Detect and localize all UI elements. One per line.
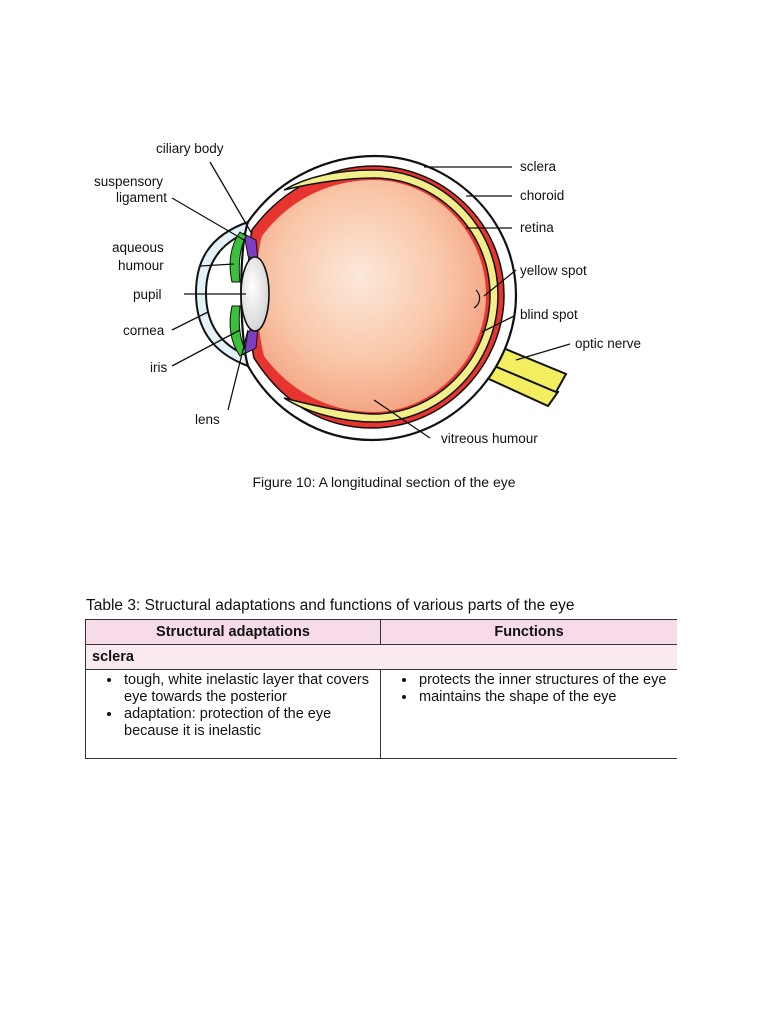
header-functions: Functions [381,620,678,645]
label-lens: lens [195,412,220,427]
label-suspensory-ligament-line1: suspensory [94,174,163,189]
table-header-row: Structural adaptations Functions [86,620,678,645]
label-ciliary-body: ciliary body [156,141,224,156]
label-vitreous-humour: vitreous humour [441,431,538,446]
label-retina: retina [520,220,554,235]
label-suspensory-ligament-line2: ligament [116,190,167,205]
list-item: protects the inner structures of the eye [417,672,677,689]
label-blind-spot: blind spot [520,307,578,322]
label-iris: iris [150,360,167,375]
section-sclera: sclera [86,645,678,670]
functions-cell: protects the inner structures of the eye… [381,670,678,759]
label-aqueous-humour-line2: humour [118,258,164,273]
adaptations-table: Structural adaptations Functions sclera … [85,619,677,759]
eye-diagram: ciliary body suspensory ligament aqueous… [0,0,768,520]
table-row: tough, white inelastic layer that covers… [86,670,678,759]
list-item: adaptation: protection of the eye becaus… [122,706,380,740]
adaptations-cell: tough, white inelastic layer that covers… [86,670,381,759]
list-item: maintains the shape of the eye [417,689,677,706]
label-choroid: choroid [520,188,564,203]
figure-caption: Figure 10: A longitudinal section of the… [0,474,768,490]
list-item: tough, white inelastic layer that covers… [122,672,380,706]
label-cornea: cornea [123,323,165,338]
table-title: Table 3: Structural adaptations and func… [86,597,575,615]
label-pupil: pupil [133,287,162,302]
label-optic-nerve: optic nerve [575,336,641,351]
label-aqueous-humour-line1: aqueous [112,240,164,255]
header-structural-adaptations: Structural adaptations [86,620,381,645]
section-row: sclera [86,645,678,670]
label-yellow-spot: yellow spot [520,263,587,278]
label-sclera: sclera [520,159,557,174]
vitreous-humour-shape [257,180,486,412]
